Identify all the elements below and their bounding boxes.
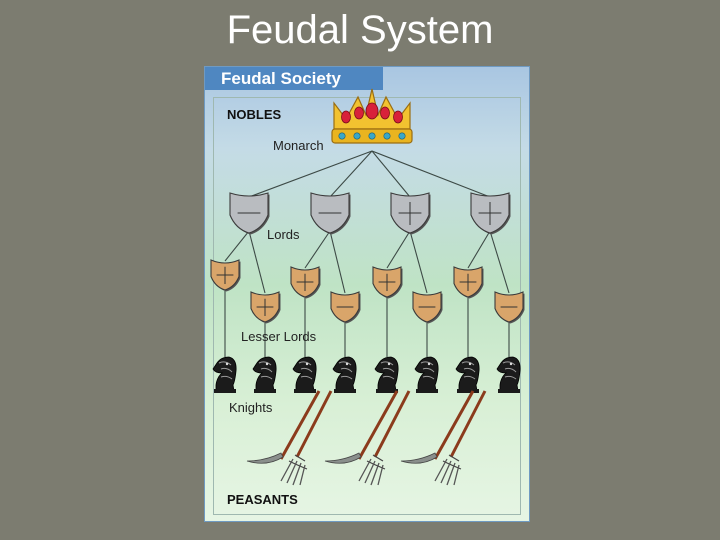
connector-line [409,230,428,294]
silver-shield-icon [390,192,431,235]
hierarchy-icons [210,88,525,486]
connector-line [329,150,373,198]
knight-chess-icon [455,356,480,393]
panel-header: Feudal Society [205,67,383,90]
monarch-label: Monarch [273,138,324,153]
knight-chess-icon [414,356,439,393]
bronze-shield-icon [453,266,484,299]
silver-shield-icon [470,192,511,235]
bronze-shield-icon [290,266,321,299]
silver-shield-icon [229,192,270,235]
connector-line [371,150,411,198]
knight-chess-icon [252,356,277,393]
feudal-society-panel: Feudal Society NOBLES Monarch Lords Less… [204,66,530,522]
connector-line [489,230,510,294]
knights-label: Knights [229,400,273,415]
connector-line [248,150,373,198]
bronze-shield-icon [412,291,443,324]
hierarchy-diagram [210,88,525,486]
peasants-label: PEASANTS [227,492,298,507]
knight-chess-icon [292,356,317,393]
pitchfork-scythe-icon [400,390,487,486]
slide-title: Feudal System [226,8,494,52]
knight-chess-icon [212,356,237,393]
bronze-shield-icon [210,259,241,292]
lesser-lords-label: Lesser Lords [241,329,317,344]
connector-line [224,230,250,262]
connector-line [467,230,491,269]
bronze-shield-icon [330,291,361,324]
connector-line [304,230,331,269]
silver-shield-icon [310,192,351,235]
connector-line [371,150,491,198]
connector-lines [224,150,510,357]
bronze-shield-icon [494,291,525,324]
knight-chess-icon [374,356,399,393]
bronze-shield-icon [250,291,281,324]
pitchfork-scythe-icon [246,390,333,486]
nobles-label: NOBLES [227,107,282,122]
knight-chess-icon [496,356,521,393]
lords-label: Lords [267,227,300,242]
knight-chess-icon [332,356,357,393]
connector-line [329,230,346,294]
connector-line [386,230,411,269]
connector-line [248,230,266,294]
bronze-shield-icon [372,266,403,299]
pitchfork-scythe-icon [324,390,411,486]
crown-icon [331,88,413,144]
